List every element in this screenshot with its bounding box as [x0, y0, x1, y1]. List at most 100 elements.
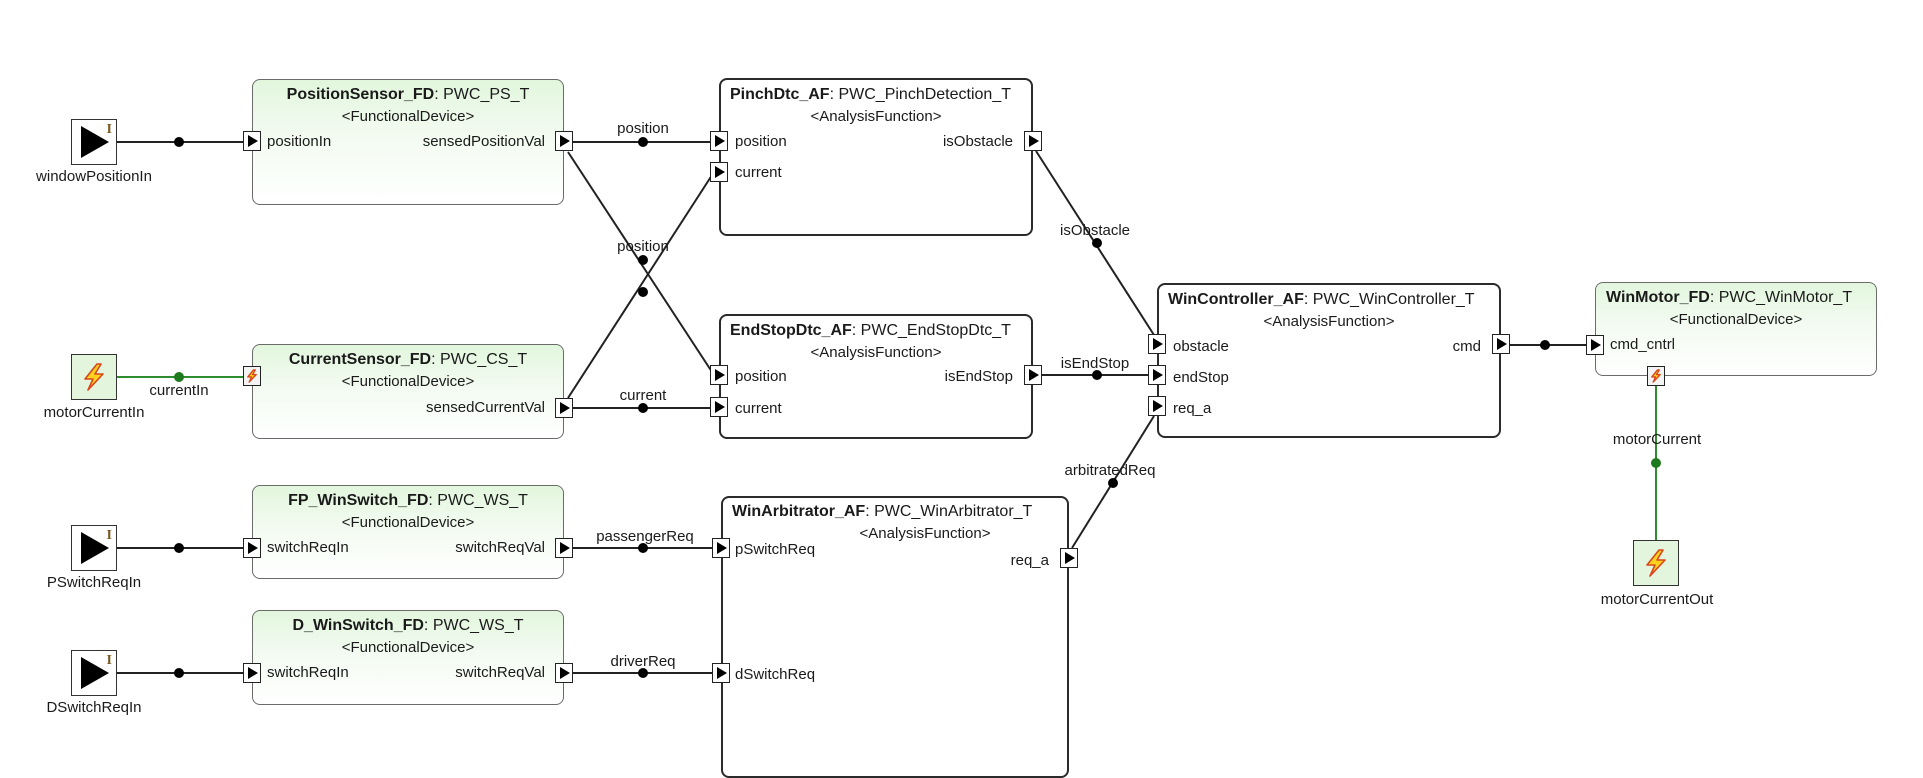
flow-port-icon: [248, 135, 258, 147]
block-PositionSensor_FD[interactable]: PositionSensor_FD: PWC_PS_T <FunctionalD…: [252, 79, 564, 205]
block-title: D_WinSwitch_FD: PWC_WS_T: [253, 617, 563, 635]
instance-type: : PWC_WinMotor_T: [1709, 289, 1853, 306]
input-marker-icon: I: [106, 528, 112, 543]
port-positionIn[interactable]: [243, 131, 261, 151]
port-label: current: [735, 164, 782, 181]
flow-port-icon: [560, 135, 570, 147]
connector-junction-dot: [638, 255, 648, 265]
external-port-motorCurrentIn[interactable]: [71, 354, 117, 400]
connector-label: current: [619, 387, 667, 404]
port-pSwitchReq[interactable]: [712, 538, 730, 558]
external-port-label: motorCurrentIn: [43, 404, 145, 421]
connector-junction-dot: [638, 403, 648, 413]
block-WinController_AF[interactable]: WinController_AF: PWC_WinController_T <A…: [1157, 283, 1501, 438]
block-WinArbitrator_AF[interactable]: WinArbitrator_AF: PWC_WinArbitrator_T <A…: [721, 496, 1069, 778]
port-label: dSwitchReq: [735, 666, 816, 683]
port-dSwitchReq[interactable]: [712, 663, 730, 683]
external-port-label: windowPositionIn: [36, 168, 152, 185]
port-switchReqVal[interactable]: [555, 663, 573, 683]
instance-type: : PWC_PinchDetection_T: [829, 86, 1011, 103]
block-stereotype: <AnalysisFunction>: [859, 525, 991, 542]
port-power-motorCurrent[interactable]: [1647, 366, 1665, 386]
block-EndStopDtc_AF[interactable]: EndStopDtc_AF: PWC_EndStopDtc_T <Analysi…: [719, 314, 1033, 439]
instance-name: WinMotor_FD: [1606, 289, 1710, 306]
instance-name: PositionSensor_FD: [286, 86, 435, 103]
port-position[interactable]: [710, 365, 728, 385]
port-switchReqIn[interactable]: [243, 538, 261, 558]
connector-junction-dot: [638, 137, 648, 147]
flow-port-icon: [248, 542, 258, 554]
port-isEndStop[interactable]: [1024, 365, 1042, 385]
block-title: PinchDtc_AF: PWC_PinchDetection_T: [721, 86, 1031, 104]
connector-junction-dot: [1092, 238, 1102, 248]
port-power-currentIn[interactable]: [243, 366, 261, 386]
port-label: switchReqVal: [455, 664, 545, 681]
block-PinchDtc_AF[interactable]: PinchDtc_AF: PWC_PinchDetection_T <Analy…: [719, 78, 1033, 236]
block-FP_WinSwitch_FD[interactable]: FP_WinSwitch_FD: PWC_WS_T <FunctionalDev…: [252, 485, 564, 579]
port-req_a[interactable]: [1148, 396, 1166, 416]
block-title: WinMotor_FD: PWC_WinMotor_T: [1596, 289, 1876, 307]
connector-junction-dot: [638, 668, 648, 678]
instance-name: WinArbitrator_AF: [732, 503, 866, 520]
port-switchReqIn[interactable]: [243, 663, 261, 683]
connector-label: position: [617, 120, 669, 137]
block-title: EndStopDtc_AF: PWC_EndStopDtc_T: [721, 322, 1031, 340]
instance-type: : PWC_PS_T: [434, 86, 530, 103]
block-title: WinController_AF: PWC_WinController_T: [1159, 291, 1499, 309]
port-label: req_a: [1010, 552, 1049, 569]
external-port-label: DSwitchReqIn: [46, 699, 142, 716]
port-sensedPositionVal[interactable]: [555, 131, 573, 151]
port-label: req_a: [1173, 400, 1212, 417]
input-marker-icon: I: [106, 122, 112, 137]
instance-name: PinchDtc_AF: [730, 86, 830, 103]
instance-name: FP_WinSwitch_FD: [288, 492, 429, 509]
block-stereotype: <FunctionalDevice>: [341, 108, 475, 125]
external-port-PSwitchReqIn[interactable]: I: [71, 525, 117, 571]
port-label: position: [735, 133, 787, 150]
input-triangle-icon: [81, 532, 109, 564]
input-marker-icon: I: [106, 653, 112, 668]
port-label: switchReqVal: [455, 539, 545, 556]
block-WinMotor_FD[interactable]: WinMotor_FD: PWC_WinMotor_T <FunctionalD…: [1595, 282, 1877, 376]
external-port-DSwitchReqIn[interactable]: I: [71, 650, 117, 696]
port-label: switchReqIn: [267, 539, 349, 556]
port-label: cmd: [1452, 338, 1481, 355]
flow-port-icon: [715, 401, 725, 413]
lightning-icon: [1651, 369, 1661, 383]
external-port-motorCurrentOut[interactable]: [1633, 540, 1679, 586]
block-title: WinArbitrator_AF: PWC_WinArbitrator_T: [723, 503, 1067, 521]
port-obstacle[interactable]: [1148, 334, 1166, 354]
port-switchReqVal[interactable]: [555, 538, 573, 558]
flow-port-icon: [717, 542, 727, 554]
block-stereotype: <FunctionalDevice>: [341, 373, 475, 390]
instance-type: : PWC_WinController_T: [1303, 291, 1475, 308]
connector-layer: [117, 137, 1661, 678]
instance-name: WinController_AF: [1168, 291, 1304, 308]
external-port-windowPositionIn[interactable]: I: [71, 119, 117, 165]
connector-label: driverReq: [610, 653, 676, 670]
port-current[interactable]: [710, 397, 728, 417]
flow-port-icon: [560, 542, 570, 554]
connector-unnamed[interactable]: [567, 171, 715, 399]
flow-port-icon: [1029, 369, 1039, 381]
flow-port-icon: [248, 667, 258, 679]
port-cmd[interactable]: [1492, 334, 1510, 354]
instance-type: : PWC_WinArbitrator_T: [865, 503, 1033, 520]
block-D_WinSwitch_FD[interactable]: D_WinSwitch_FD: PWC_WS_T <FunctionalDevi…: [252, 610, 564, 705]
connector-junction-dot: [638, 543, 648, 553]
port-endStop[interactable]: [1148, 365, 1166, 385]
port-position[interactable]: [710, 131, 728, 151]
port-cmd_cntrl[interactable]: [1586, 335, 1604, 355]
port-sensedCurrentVal[interactable]: [555, 398, 573, 418]
input-triangle-icon: [81, 657, 109, 689]
port-current[interactable]: [710, 162, 728, 182]
instance-name: EndStopDtc_AF: [730, 322, 852, 339]
block-CurrentSensor_FD[interactable]: CurrentSensor_FD: PWC_CS_T <FunctionalDe…: [252, 344, 564, 439]
connector-junction-dot: [174, 543, 184, 553]
port-req_a[interactable]: [1060, 548, 1078, 568]
block-title: FP_WinSwitch_FD: PWC_WS_T: [253, 492, 563, 510]
instance-type: : PWC_WS_T: [428, 492, 528, 509]
flow-port-icon: [1153, 400, 1163, 412]
port-isObstacle[interactable]: [1024, 131, 1042, 151]
connector-junction-dot: [174, 668, 184, 678]
